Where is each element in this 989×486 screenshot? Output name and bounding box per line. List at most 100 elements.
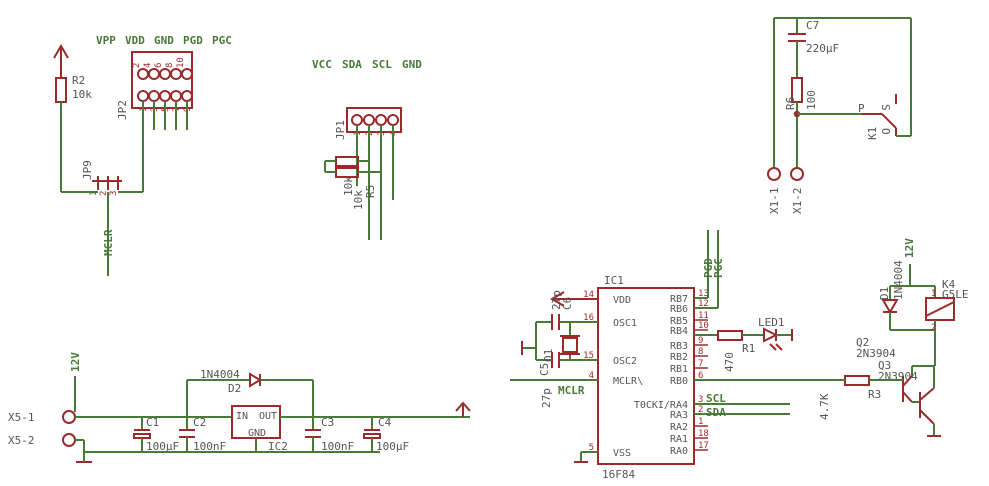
jp2-body xyxy=(131,51,193,109)
k1-refdes: K1 xyxy=(866,127,879,140)
c3-refdes: C3 xyxy=(321,416,334,429)
jp2-pin-4 xyxy=(148,68,160,80)
jp1-label-gnd: GND xyxy=(402,58,422,71)
power-supply-group: 12V X5-1 X5-2 C1 100µF C2 100nF 1N4004 D… xyxy=(8,352,471,463)
ic1-pin-3-number: 3 xyxy=(698,395,703,405)
jp1-pin-1 xyxy=(351,114,363,126)
ic1-net-stubs: PGD PGC SCL SDA MCLR xyxy=(510,230,845,463)
jp1-refdes: JP1 xyxy=(334,120,347,140)
jp2-refdes: JP2 xyxy=(116,100,129,120)
x5-pin2-label: X5-2 xyxy=(8,434,35,447)
r4-r5-pullups: 10k 10k R5 xyxy=(324,156,381,210)
ic1-pin-11-number: 11 xyxy=(698,311,709,321)
ic1-refdes: IC1 xyxy=(604,274,624,287)
jp1-label-sda: SDA xyxy=(342,58,362,71)
ic1-pin-8-number: 8 xyxy=(698,347,703,357)
k4-refdes: K4 xyxy=(942,278,956,291)
ic1-part: 16F84 xyxy=(602,468,635,481)
ic1-pin-7-number: 7 xyxy=(698,359,703,369)
ic1-pin-17-number: 17 xyxy=(698,441,709,451)
x5-pin1-label: X5-1 xyxy=(8,411,35,424)
jp1-label-scl: SCL xyxy=(372,58,392,71)
ic1-pin-12-label: RB6 xyxy=(670,304,688,315)
c1-value: 100µF xyxy=(146,440,179,453)
jp2-pin-10 xyxy=(181,68,193,80)
jp2-wires xyxy=(142,101,188,192)
ic1-pin-8-label: RB2 xyxy=(670,352,688,363)
ic1-pin-16-label: OSC1 xyxy=(613,318,637,329)
ic1-pin-2-number: 2 xyxy=(698,405,703,415)
ic1-pin-14-label: VDD xyxy=(613,295,631,306)
c4-value: 100µF xyxy=(376,440,409,453)
jp1-body xyxy=(346,107,402,133)
jp2-pin-num-10: 10 xyxy=(176,57,186,68)
c4-refdes: C4 xyxy=(378,416,392,429)
ic1-pin-4-number: 4 xyxy=(589,371,594,381)
r1-body xyxy=(717,330,743,341)
r2-value: 10k xyxy=(72,88,92,101)
ic1-pin-2-label: RA3 xyxy=(670,410,688,421)
k4-coil-body xyxy=(925,297,955,321)
oscillator-group: 27p C6 27p C5 Q1 xyxy=(521,290,598,408)
q3-refdes: Q3 xyxy=(878,359,891,372)
ic1-pin-13-label: RB7 xyxy=(670,294,688,305)
r5-refdes: R5 xyxy=(364,185,377,198)
ic2-refdes: IC2 xyxy=(268,440,288,453)
jp2-pin-5 xyxy=(159,90,171,102)
ic1-pin-7-label: RB1 xyxy=(670,364,688,375)
jp2-net-labels: VPP VDD GND PGD PGC xyxy=(96,34,232,47)
x5-terminal-1 xyxy=(62,410,76,424)
r1-value: 470 xyxy=(723,352,736,372)
k4-pin-1: 1 xyxy=(931,289,936,299)
c1-plate-bottom xyxy=(133,433,151,439)
jp2-pin-num-4: 4 xyxy=(143,63,153,68)
ic1-pin-9-label: RB3 xyxy=(670,341,688,352)
jp1-pin-3 xyxy=(375,114,387,126)
jp1-header-group: VCC SDA SCL GND 1 2 3 4 JP1 xyxy=(312,58,422,240)
q1-refdes: Q1 xyxy=(542,349,555,362)
net-sda-label: SDA xyxy=(706,406,726,419)
r2-resistor-group: R2 10k xyxy=(53,44,92,192)
jp1-pin-2 xyxy=(363,114,375,126)
x1-pin1-label: X1-1 xyxy=(768,188,781,215)
ic2-pin-out: OUT xyxy=(259,411,277,422)
ic1-pin-3-label: T0CKI/RA4 xyxy=(634,400,688,411)
led1-refdes: LED1 xyxy=(758,316,785,329)
q2-refdes: Q2 xyxy=(856,336,869,349)
c3-value: 100nF xyxy=(321,440,354,453)
jp2-pin-num-8: 8 xyxy=(165,63,175,68)
jp2-pin-circles xyxy=(137,68,193,102)
d2-value: 1N4004 xyxy=(200,368,240,381)
r3-body xyxy=(844,375,870,386)
ic1-pin-10-number: 10 xyxy=(698,321,709,331)
ic2-pin-in: IN xyxy=(236,411,248,422)
vdd-arrow xyxy=(550,291,598,307)
ic1-pin-12-number: 12 xyxy=(698,299,709,309)
d1-triangle xyxy=(881,299,899,314)
d2-refdes: D2 xyxy=(228,382,241,395)
jp2-pin-2 xyxy=(137,68,149,80)
mclr-net-label: MCLR xyxy=(102,229,115,256)
x5-terminal-2 xyxy=(62,433,76,447)
jp2-pin-numbers-top: 2 4 6 8 10 xyxy=(132,57,186,68)
d1-value: 1N4004 xyxy=(892,260,905,300)
relay-driver-group: 12V D1 1N4004 K4 G5LE 1 2 Q2 2N3904 Q3 2… xyxy=(818,238,969,437)
supply-12v-label: 12V xyxy=(69,352,82,372)
jp2-pin-num-2: 2 xyxy=(132,63,142,68)
net-pgd-label: PGD xyxy=(702,258,715,278)
ic1-pin-9-number: 9 xyxy=(698,336,703,346)
jp9-refdes: JP9 xyxy=(81,160,94,180)
k4-pin-2: 2 xyxy=(931,323,936,333)
jp2-pin-num-6: 6 xyxy=(154,63,164,68)
r4-value: 10k xyxy=(342,176,355,196)
jp2-pin-3 xyxy=(148,90,160,102)
ic1-pin-17-label: RA0 xyxy=(670,446,688,457)
r6-refdes: R6 xyxy=(784,97,797,110)
jp2-label-pgc: PGC xyxy=(212,34,232,47)
r3-refdes: R3 xyxy=(868,388,881,401)
c5-value: 27p xyxy=(540,388,553,408)
c1-refdes: C1 xyxy=(146,416,159,429)
